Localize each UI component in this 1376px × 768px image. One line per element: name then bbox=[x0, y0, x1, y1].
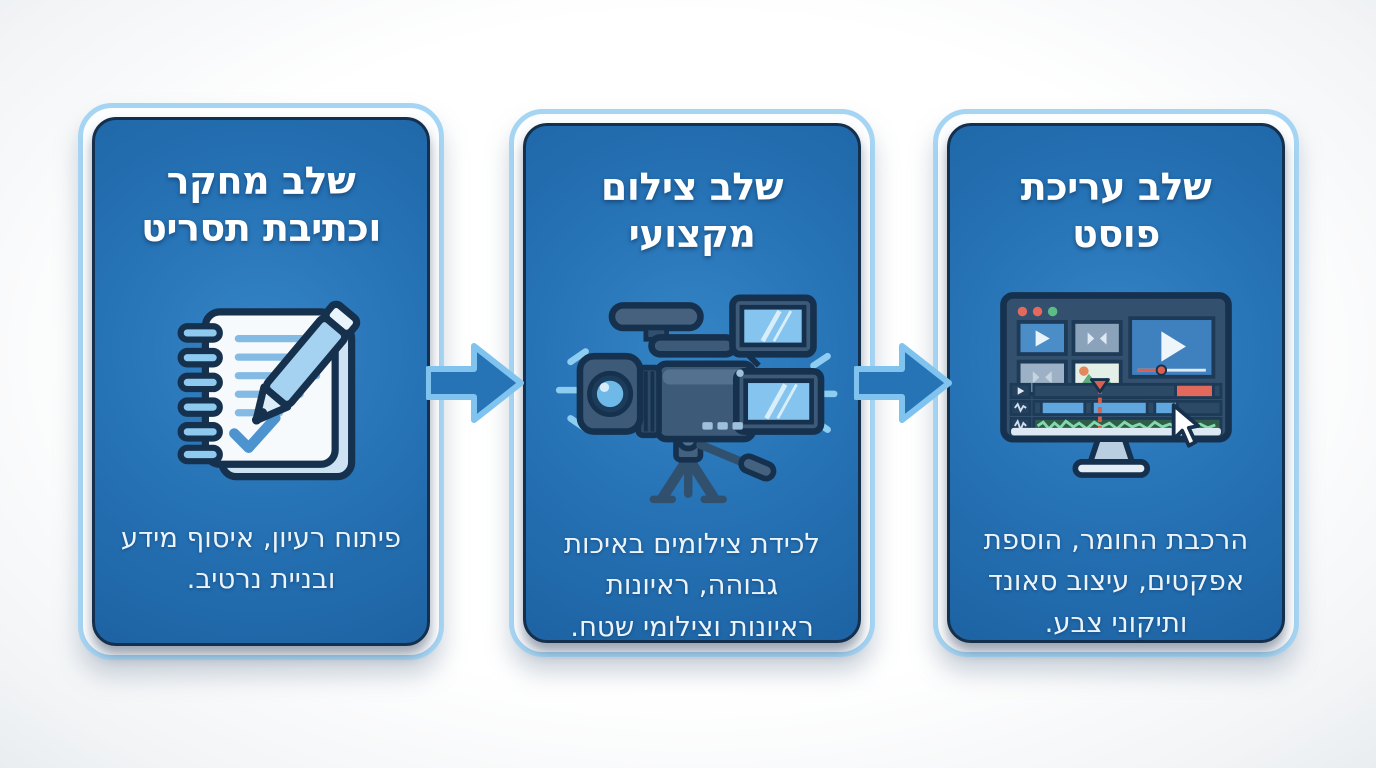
stage-description-line: ובניית נרטיב. bbox=[186, 563, 336, 596]
stage-title-line: שלב צילום bbox=[600, 165, 784, 209]
preview-pane bbox=[1128, 316, 1216, 379]
stage-title-filming: שלב צילום מקצועי bbox=[600, 164, 784, 258]
flow-arrow-icon bbox=[854, 343, 952, 423]
stage-card-post-editing: שלב עריכת פוסט bbox=[933, 109, 1299, 657]
pen bbox=[251, 300, 361, 425]
stage-title-line: שלב מחקר bbox=[166, 159, 356, 203]
video-camera-icon bbox=[555, 294, 838, 504]
stage-title-line: מקצועי bbox=[628, 212, 756, 257]
stage-card-research: שלב מחקר וכתיבת תסריט bbox=[78, 103, 444, 660]
stage-card-post-editing-inner: שלב עריכת פוסט bbox=[947, 123, 1285, 643]
stage-description-line: לכידת צילומים באיכות bbox=[563, 528, 821, 561]
stage-title-line: וכתיבת תסריט bbox=[141, 206, 381, 251]
notebook-pen-icon bbox=[177, 300, 361, 481]
stage-description-line: ותיקוני צבע. bbox=[1044, 606, 1188, 639]
window-dots bbox=[1017, 307, 1058, 317]
stage-description-post-editing: הרכבת החומר, הוספת אפקטים, עיצוב סאונד ו… bbox=[970, 520, 1262, 644]
side-monitor bbox=[732, 368, 825, 436]
body-highlight bbox=[662, 369, 748, 385]
monitor-bezel bbox=[1011, 428, 1221, 436]
stage-icon-wrap bbox=[950, 286, 1282, 494]
lens-highlight bbox=[599, 382, 610, 393]
checkmark bbox=[229, 412, 281, 454]
camera-handle bbox=[648, 334, 738, 358]
stage-description-research: פיתוח רעיון, איסוף מידע ובניית נרטיב. bbox=[107, 518, 415, 601]
camera-buttons bbox=[702, 422, 743, 430]
playhead bbox=[1090, 378, 1110, 436]
stage-card-filming-inner: שלב צילום מקצועי bbox=[523, 123, 861, 643]
stage-description-line: גבוהה, ראיונות bbox=[605, 569, 779, 602]
stage-description-line: אפקטים, עיצוב סאונד bbox=[987, 565, 1245, 598]
microphone bbox=[608, 302, 704, 332]
stage-description-filming: לכידת צילומים באיכות גבוהה, ראיונות ראיו… bbox=[550, 524, 834, 648]
stage-icon-wrap bbox=[526, 286, 858, 504]
stage-icon-wrap bbox=[95, 280, 427, 492]
flow-arrow-icon bbox=[426, 343, 524, 423]
stage-description-line: הרכבת החומר, הוספת bbox=[983, 524, 1249, 557]
stage-card-filming: שלב צילום מקצועי bbox=[509, 109, 875, 657]
stage-card-research-inner: שלב מחקר וכתיבת תסריט bbox=[92, 117, 430, 646]
stage-title-post-editing: שלב עריכת פוסט bbox=[1021, 164, 1212, 258]
monitor-stand bbox=[1087, 436, 1135, 465]
tripod bbox=[649, 427, 777, 504]
stage-description-line: פיתוח רעיון, איסוף מידע bbox=[120, 522, 402, 555]
monitor-base bbox=[1072, 459, 1151, 479]
record-dot bbox=[736, 369, 744, 378]
stage-title-line: שלב עריכת bbox=[1020, 165, 1212, 209]
stage-description-line: ראיונות וצילומי שטח. bbox=[570, 610, 814, 643]
spiral-rings bbox=[177, 323, 223, 465]
stage-title-line: פוסט bbox=[1072, 212, 1160, 257]
mouse-cursor-icon bbox=[1171, 403, 1201, 448]
top-monitor bbox=[729, 294, 817, 368]
stage-title-research: שלב מחקר וכתיבת תסריט bbox=[141, 158, 381, 252]
video-editing-icon bbox=[1000, 292, 1232, 479]
